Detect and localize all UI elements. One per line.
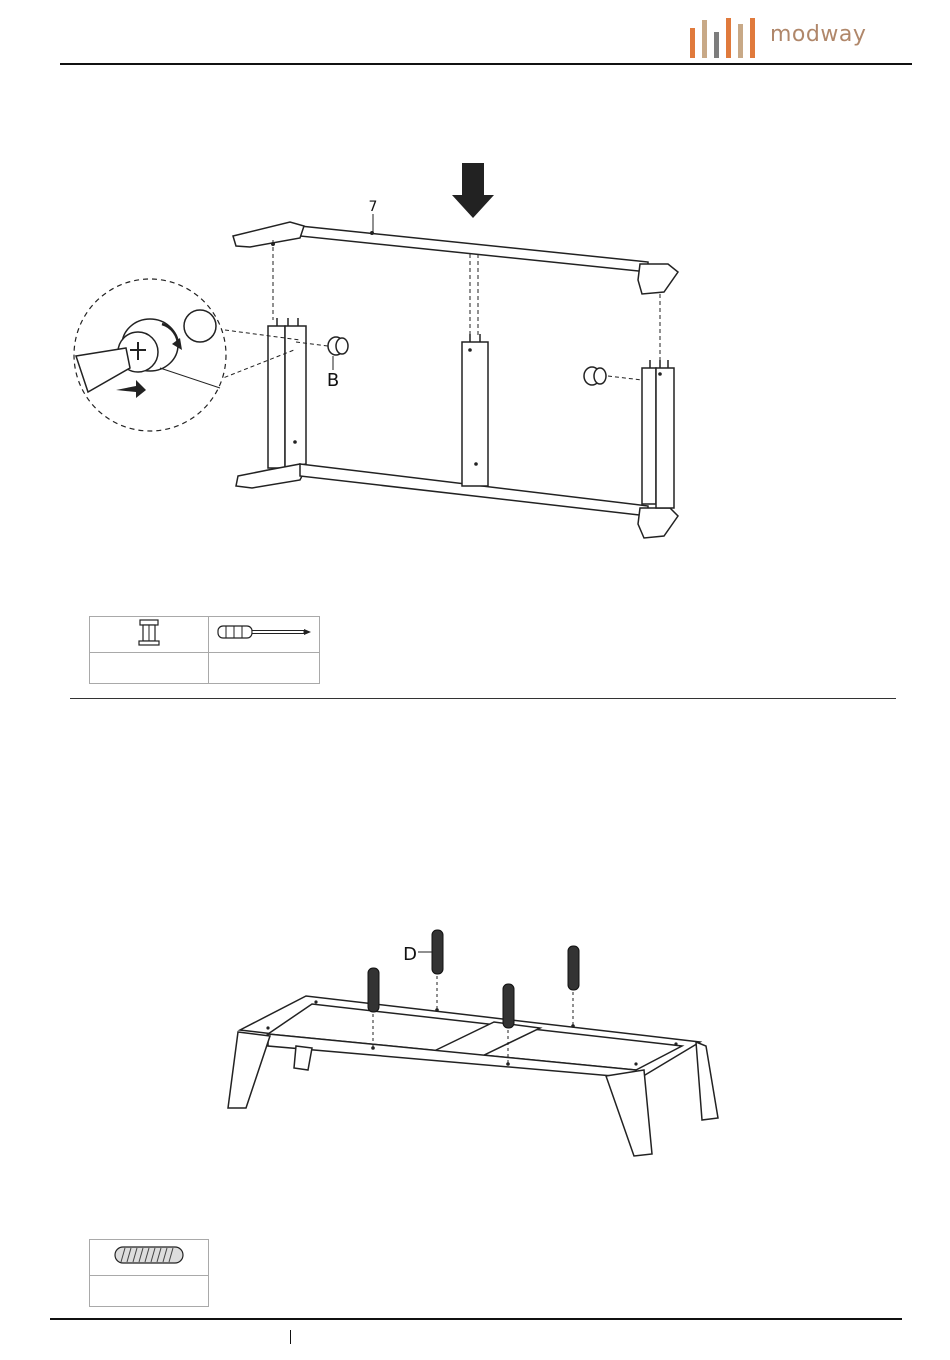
dowel-cell xyxy=(90,1240,209,1276)
footer-separator xyxy=(290,1330,291,1344)
cam-lock-icon xyxy=(134,618,164,646)
step2-hardware-table xyxy=(89,1239,209,1307)
hardware-label-b: B xyxy=(327,370,339,391)
screwdriver-cell xyxy=(209,617,320,653)
footer-divider xyxy=(50,1318,902,1320)
part-label-7: 7 xyxy=(369,199,378,215)
dowel-icon xyxy=(113,1244,185,1266)
brand-name: modway xyxy=(770,22,866,47)
cam-lock-cell xyxy=(90,617,209,653)
logo-bars xyxy=(688,14,768,62)
step-divider xyxy=(70,698,896,699)
hardware-label-d: D xyxy=(403,944,417,965)
dowel-quantity xyxy=(90,1276,209,1307)
screwdriver-icon xyxy=(214,622,314,642)
down-arrow-icon xyxy=(452,163,494,218)
screwdriver-quantity xyxy=(209,653,320,684)
step1-assembly-diagram: 7 B xyxy=(0,130,950,690)
cam-lock-quantity xyxy=(90,653,209,684)
step1-hardware-table xyxy=(89,616,320,684)
step2-dowel-diagram: D xyxy=(0,920,950,1180)
header-divider xyxy=(60,63,912,65)
